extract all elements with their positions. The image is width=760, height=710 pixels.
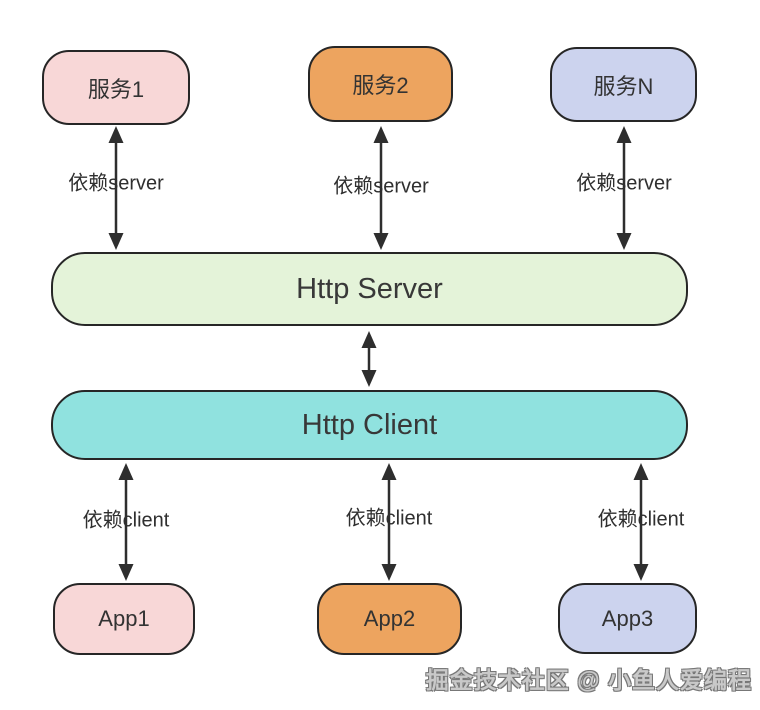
edge-client-app1-arrow [118, 463, 134, 581]
node-service-2: 服务2 [308, 46, 453, 122]
watermark-text: 掘金技术社区 @ 小鱼人爱编程 [425, 667, 752, 693]
edge-label-client-dep-2: 依赖client [345, 507, 433, 530]
node-service-n: 服务N [550, 47, 697, 122]
edge-client-app3-arrow [633, 463, 649, 581]
edge-label-server-dep-3: 依赖server [576, 172, 672, 195]
edge-label-server-dep-1: 依赖server [68, 172, 164, 195]
edge-client-app2-arrow [381, 463, 397, 581]
http-server-bar: Http Server [51, 252, 688, 326]
edge-label-client-dep-3: 依赖client [597, 508, 685, 531]
node-app-2: App2 [317, 583, 462, 655]
edge-server-client-arrow [361, 331, 377, 387]
node-app-3: App3 [558, 583, 697, 654]
http-client-bar: Http Client [51, 390, 688, 460]
edge-service1-server-arrow [108, 126, 124, 250]
edge-label-client-dep-1: 依赖client [82, 509, 170, 532]
node-app-1: App1 [53, 583, 195, 655]
edge-label-server-dep-2: 依赖server [333, 175, 429, 198]
node-service-1: 服务1 [42, 50, 190, 125]
edge-serviceN-server-arrow [616, 126, 632, 250]
edge-service2-server-arrow [373, 126, 389, 250]
